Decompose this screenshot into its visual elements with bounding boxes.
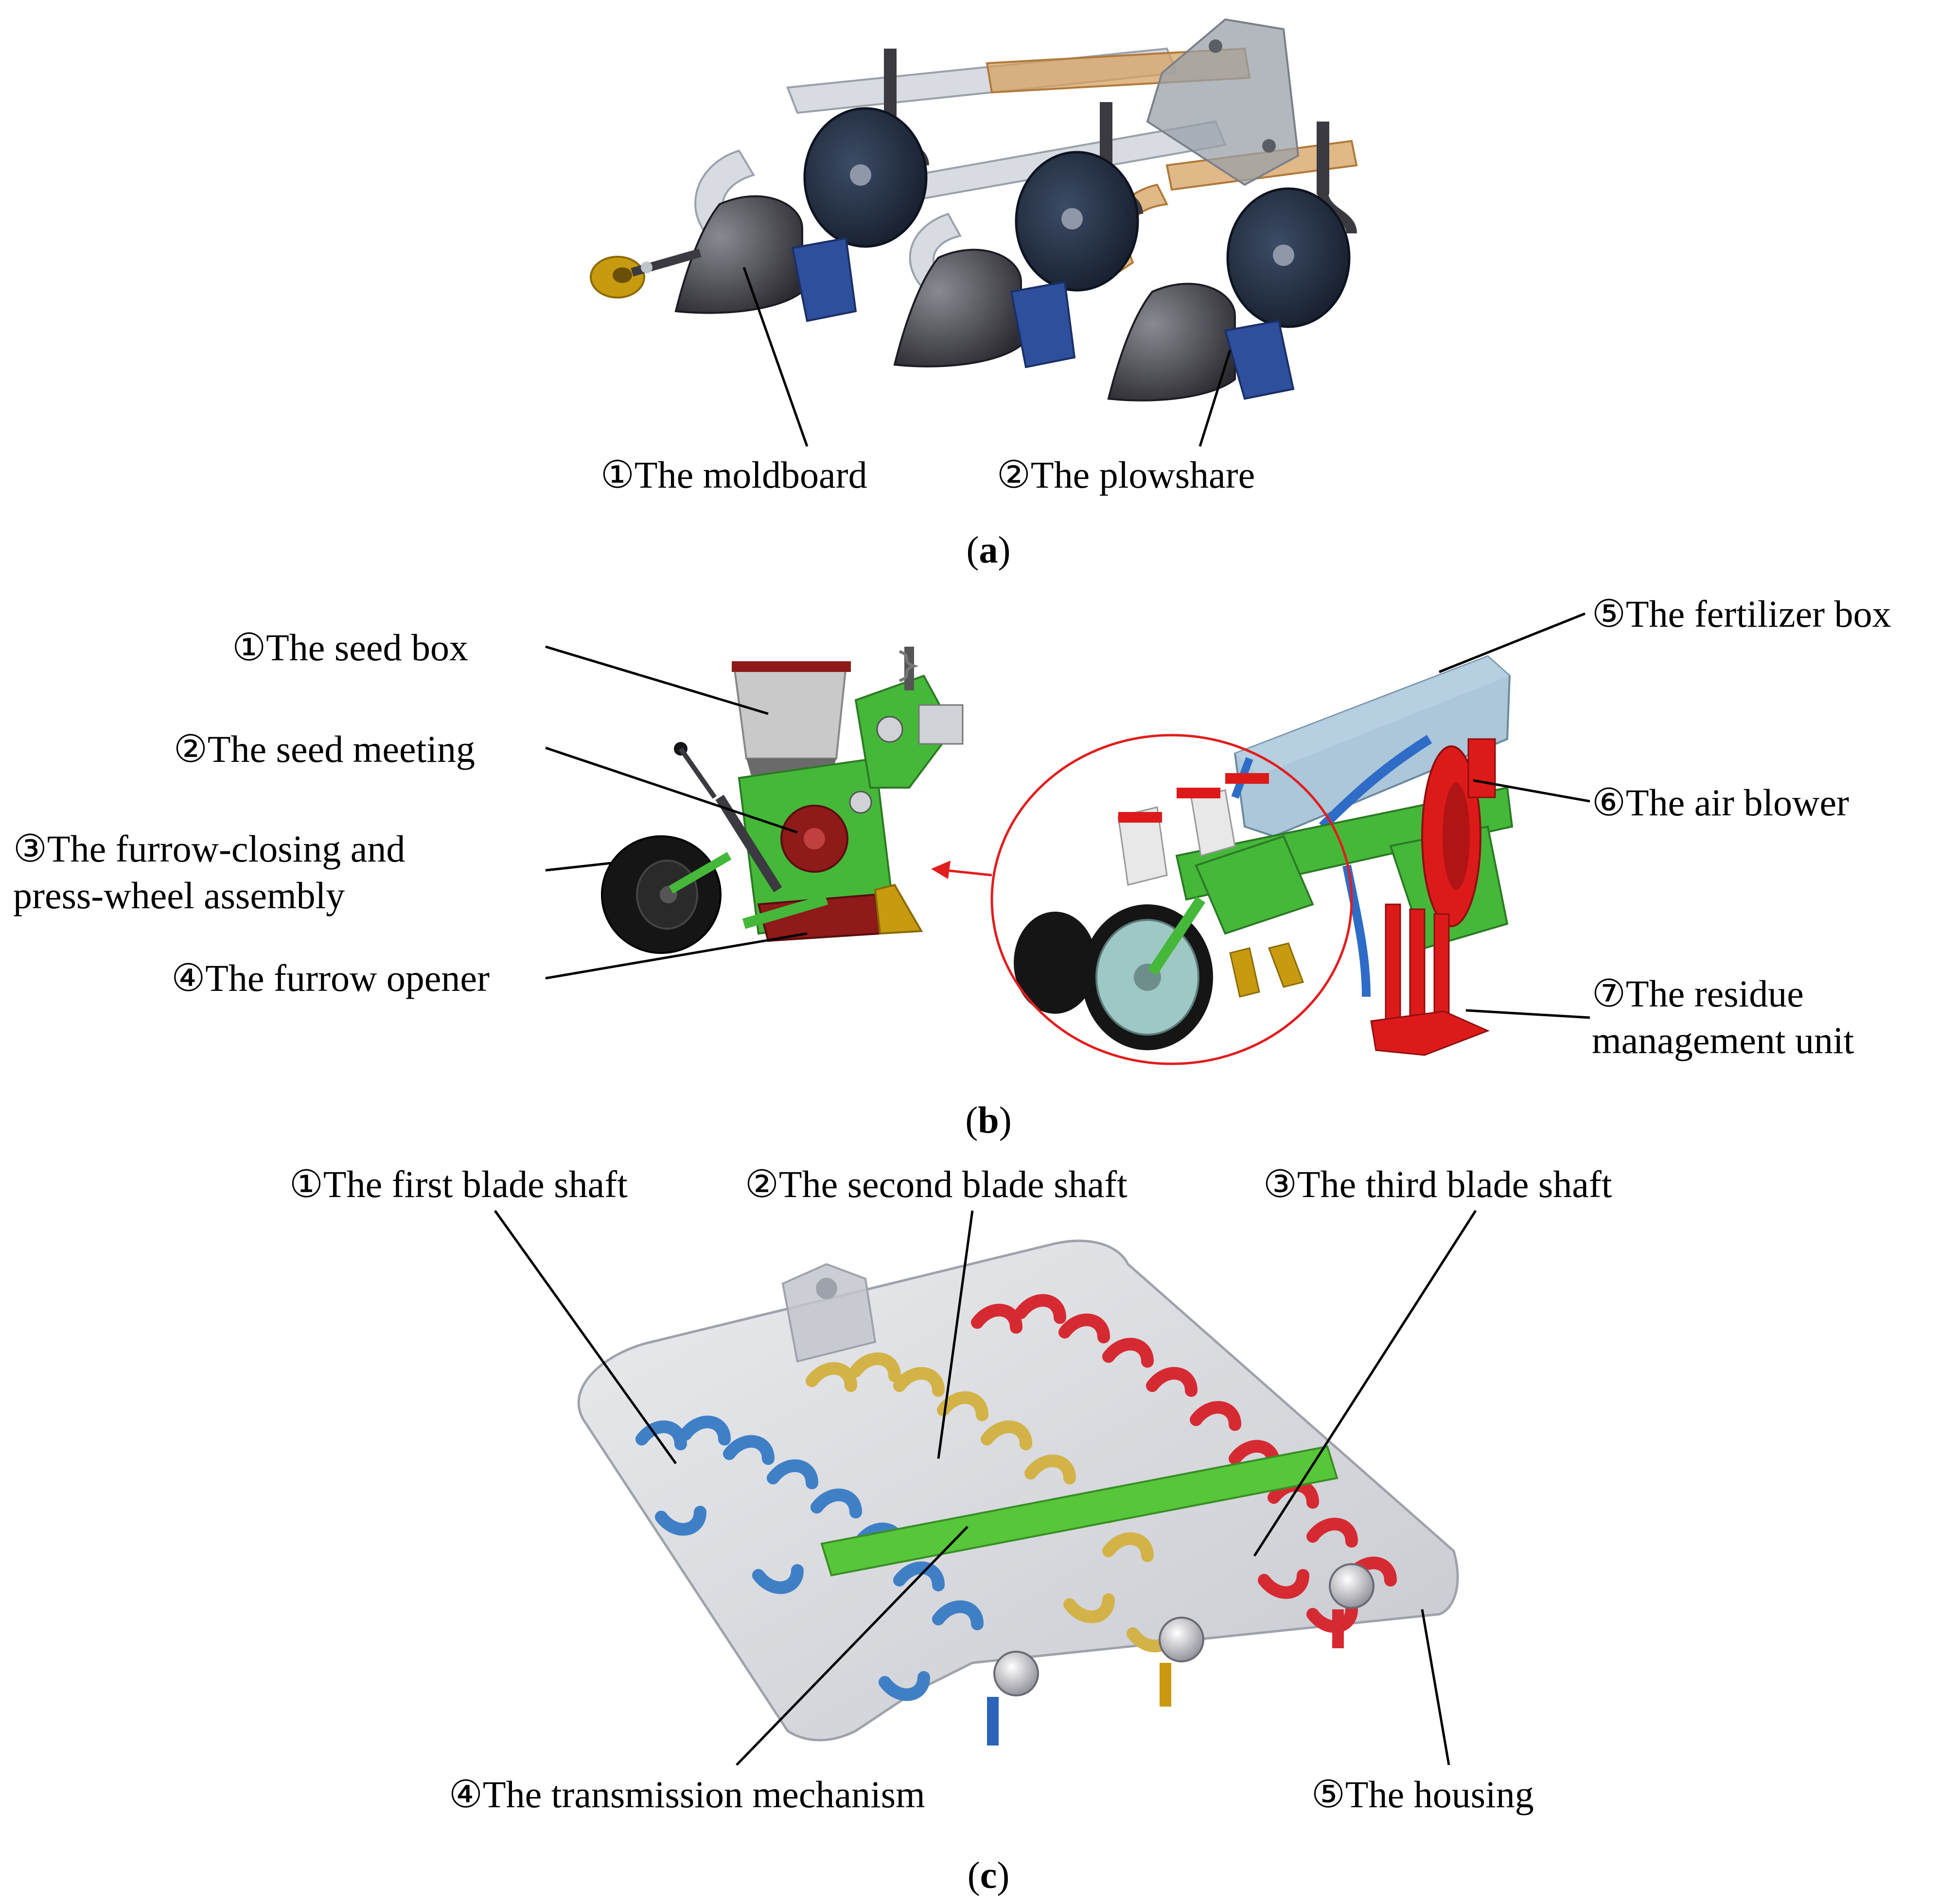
blade-group-blue <box>635 1415 984 1701</box>
air-hoses <box>1319 735 1432 830</box>
label-management-unit: management unit <box>1592 1019 1854 1061</box>
leader-press-wheel-assembly <box>545 862 612 872</box>
hitch-plate <box>1146 18 1300 186</box>
label-second-shaft: ②The second blade shaft <box>745 1163 1128 1205</box>
highlight-arrow <box>931 861 992 879</box>
gauge-wheel <box>590 248 702 299</box>
blade-group-red <box>971 1294 1397 1633</box>
leader-transmission <box>736 1526 969 1766</box>
blade-group-yellow <box>806 1352 1178 1653</box>
leader-second-shaft <box>937 1210 974 1459</box>
caption-b: (b) <box>965 1099 1011 1141</box>
label-housing: ⑤The housing <box>1311 1773 1534 1816</box>
leader-third-shaft <box>1253 1210 1477 1557</box>
panel-c-rotary-tiller: ①The first blade shaft ②The second blade… <box>289 1163 1612 1896</box>
seed-box-hopper <box>733 665 847 759</box>
label-fertilizer-box: ⑤The fertilizer box <box>1592 593 1891 635</box>
leader-seed-meeting <box>545 746 798 834</box>
panel-b-no-till-seeder: ①The seed box ②The seed meeting ③The fur… <box>13 593 1891 1141</box>
leader-seed-box <box>545 645 769 715</box>
leader-furrow-opener <box>545 932 808 980</box>
leader-fertilizer-box <box>1439 612 1586 673</box>
label-first-shaft: ①The first blade shaft <box>289 1163 628 1205</box>
moldboards <box>674 195 1236 402</box>
leader-air-blower <box>1473 779 1590 803</box>
coulter-discs <box>803 107 1351 328</box>
blade-shaft-hubs <box>987 1563 1374 1745</box>
caption-a: (a) <box>967 529 1011 571</box>
panel-a-moldboard-plow: ①The moldboard ②The plowshare (a) <box>590 18 1358 571</box>
seeder-furrow-openers <box>1229 942 1304 998</box>
seeding-unit-illustration <box>601 647 964 954</box>
leader-plowshare <box>1198 350 1232 447</box>
leader-housing <box>1421 1609 1450 1765</box>
housing-shell <box>577 1239 1459 1742</box>
leader-moldboard <box>742 267 809 447</box>
label-press-wheel-assembly: press-wheel assembly <box>13 874 345 917</box>
plow-illustration <box>590 18 1358 402</box>
tiller-illustration <box>577 1239 1459 1745</box>
leader-first-shaft <box>493 1210 677 1464</box>
label-seed-box: ①The seed box <box>232 626 468 669</box>
plowshares <box>791 237 1295 400</box>
label-moldboard: ①The moldboard <box>600 454 867 496</box>
label-seed-meeting: ②The seed meeting <box>174 728 475 770</box>
seeder-press-wheels <box>1014 896 1213 1050</box>
label-residue: ⑦The residue <box>1592 972 1804 1015</box>
highlight-circle <box>990 734 1353 1065</box>
seeder-machine-illustration <box>990 655 1514 1065</box>
leader-residue-unit <box>1465 1009 1590 1019</box>
label-furrow-closing: ③The furrow-closing and <box>13 828 405 870</box>
residue-management-unit <box>1370 903 1490 1056</box>
caption-c: (c) <box>968 1854 1010 1896</box>
label-plowshare: ②The plowshare <box>997 454 1255 496</box>
label-air-blower: ⑥The air blower <box>1592 781 1849 824</box>
label-furrow-opener: ④The furrow opener <box>171 957 490 999</box>
label-transmission: ④The transmission mechanism <box>449 1773 925 1816</box>
label-third-shaft: ③The third blade shaft <box>1263 1163 1612 1205</box>
press-wheel <box>601 835 732 954</box>
air-blower <box>1421 738 1496 927</box>
